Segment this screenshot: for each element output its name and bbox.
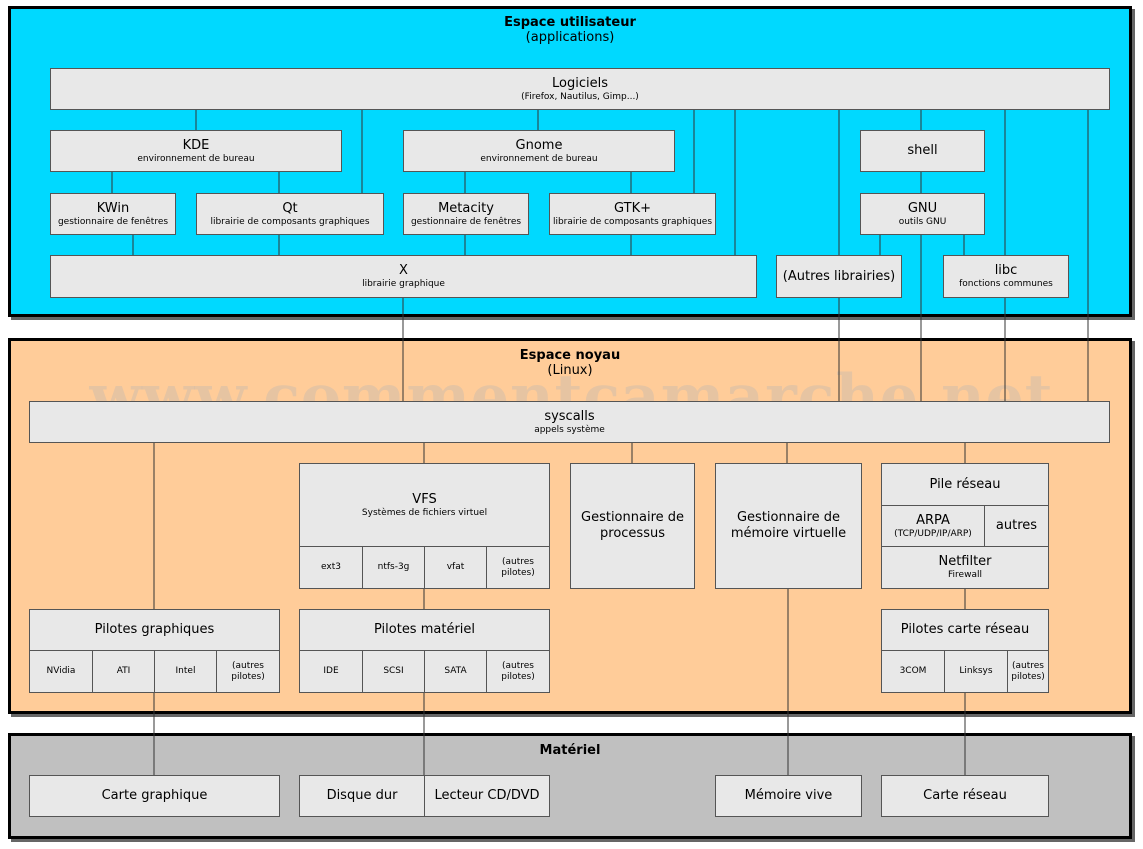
pile-reseau-box: Pile réseau xyxy=(881,463,1049,506)
kde-title: KDE xyxy=(182,137,210,153)
pilote-ati: ATI xyxy=(92,650,155,693)
vfs-cell-ntfs: ntfs-3g xyxy=(362,546,425,589)
syscalls-title: syscalls xyxy=(544,408,595,424)
vfs-sub: Systèmes de fichiers virtuel xyxy=(361,507,488,518)
autres-librairies-title: (Autres librairies) xyxy=(782,268,896,284)
gtk-box: GTK+ librairie de composants graphiques xyxy=(549,193,716,235)
kwin-sub: gestionnaire de fenêtres xyxy=(57,216,169,227)
vfs-cell-autres: (autres pilotes) xyxy=(486,546,550,589)
x-box: X librairie graphique xyxy=(50,255,757,298)
processus-title: Gestionnaire de processus xyxy=(581,510,685,541)
libc-title: libc xyxy=(994,263,1018,278)
disque-dur-title: Disque dur xyxy=(326,788,398,803)
pilote-sata: SATA xyxy=(424,650,487,693)
libc-box: libc fonctions communes xyxy=(943,255,1069,298)
carte-graphique-box: Carte graphique xyxy=(29,775,280,817)
syscalls-box: syscalls appels système xyxy=(29,401,1110,443)
autres-librairies-box: (Autres librairies) xyxy=(776,255,902,298)
kde-sub: environnement de bureau xyxy=(137,153,255,164)
logiciels-sub: (Firefox, Nautilus, Gimp...) xyxy=(521,91,639,102)
carte-reseau-box: Carte réseau xyxy=(881,775,1049,817)
lecteur-cd-title: Lecteur CD/DVD xyxy=(434,788,540,803)
user-space-title: Espace utilisateur (applications) xyxy=(11,15,1129,45)
user-space-heading: Espace utilisateur xyxy=(504,15,636,30)
pilote-reseau-autres: (autres pilotes) xyxy=(1007,650,1049,693)
memoire-vive-box: Mémoire vive xyxy=(715,775,862,817)
kwin-box: KWin gestionnaire de fenêtres xyxy=(50,193,176,235)
libc-sub: fonctions communes xyxy=(959,279,1053,289)
vfs-box: VFS Systèmes de fichiers virtuel xyxy=(299,463,550,547)
metacity-sub: gestionnaire de fenêtres xyxy=(410,216,522,227)
lecteur-cd-box: Lecteur CD/DVD xyxy=(424,775,550,817)
pilote-mat-autres: (autres pilotes) xyxy=(486,650,550,693)
shell-box: shell xyxy=(860,130,985,172)
pilotes-graphiques-group: Pilotes graphiques NVidia ATI Intel (aut… xyxy=(29,609,280,693)
pilotes-reseau-box: Pilotes carte réseau xyxy=(881,609,1049,651)
qt-box: Qt librairie de composants graphiques xyxy=(196,193,384,235)
logiciels-box: Logiciels (Firefox, Nautilus, Gimp...) xyxy=(50,68,1110,110)
pilote-nvidia: NVidia xyxy=(29,650,93,693)
pilotes-materiel-group: Pilotes matériel IDE SCSI SATA (autres p… xyxy=(299,609,550,693)
x-title: X xyxy=(399,263,408,278)
user-space-subtitle: (applications) xyxy=(525,30,615,45)
kde-box: KDE environnement de bureau xyxy=(50,130,342,172)
disque-dur-box: Disque dur xyxy=(299,775,425,817)
pilotes-reseau-title: Pilotes carte réseau xyxy=(900,622,1030,637)
hardware-title: Matériel xyxy=(11,743,1129,758)
logiciels-title: Logiciels xyxy=(552,75,608,91)
carte-graphique-title: Carte graphique xyxy=(101,788,208,803)
pile-reseau-title: Pile réseau xyxy=(929,476,1001,492)
carte-reseau-title: Carte réseau xyxy=(923,788,1007,803)
vfs-group: VFS Systèmes de fichiers virtuel ext3 nt… xyxy=(299,463,550,589)
pilotes-graphiques-title: Pilotes graphiques xyxy=(94,622,215,637)
gnome-title: Gnome xyxy=(515,137,563,153)
pilotes-materiel-title: Pilotes matériel xyxy=(373,622,476,637)
autres-title: autres xyxy=(995,518,1038,533)
vfs-title: VFS xyxy=(412,491,437,507)
pilotes-graphiques-box: Pilotes graphiques xyxy=(29,609,280,651)
kernel-space-subtitle: (Linux) xyxy=(547,363,593,378)
metacity-title: Metacity xyxy=(438,200,494,216)
netfilter-box: Netfilter Firewall xyxy=(881,546,1049,589)
gnome-sub: environnement de bureau xyxy=(480,153,598,164)
pilote-intel: Intel xyxy=(154,650,217,693)
kwin-title: KWin xyxy=(96,200,130,216)
pilotes-reseau-group: Pilotes carte réseau 3COM Linksys (autre… xyxy=(881,609,1049,693)
netfilter-sub: Firewall xyxy=(948,570,982,580)
pilote-linksys: Linksys xyxy=(944,650,1008,693)
vfs-cell-vfat: vfat xyxy=(424,546,487,589)
memoire-virtuelle-box: Gestionnaire de mémoire virtuelle xyxy=(715,463,862,589)
syscalls-sub: appels système xyxy=(534,424,605,435)
network-stack-group: Pile réseau ARPA (TCP/UDP/IP/ARP) autres… xyxy=(881,463,1049,589)
shell-title: shell xyxy=(907,143,938,158)
pilote-3com: 3COM xyxy=(881,650,945,693)
arpa-title: ARPA xyxy=(916,512,950,528)
hardware-heading: Matériel xyxy=(539,743,601,758)
arpa-box: ARPA (TCP/UDP/IP/ARP) xyxy=(881,505,985,547)
gnu-sub: outils GNU xyxy=(898,216,947,227)
gnome-box: Gnome environnement de bureau xyxy=(403,130,675,172)
gnu-title: GNU xyxy=(907,200,938,216)
gtk-sub: librairie de composants graphiques xyxy=(552,216,713,227)
gtk-title: GTK+ xyxy=(614,200,651,216)
processus-box: Gestionnaire de processus xyxy=(570,463,695,589)
qt-title: Qt xyxy=(282,200,298,216)
pilote-scsi: SCSI xyxy=(362,650,425,693)
kernel-space-title: Espace noyau (Linux) xyxy=(11,348,1129,378)
pilote-ide: IDE xyxy=(299,650,363,693)
memoire-virtuelle-title: Gestionnaire de mémoire virtuelle xyxy=(730,510,847,541)
memoire-vive-title: Mémoire vive xyxy=(744,788,833,803)
netfilter-title: Netfilter xyxy=(938,554,992,569)
pilote-graph-autres: (autres pilotes) xyxy=(216,650,280,693)
x-sub: librairie graphique xyxy=(362,279,445,289)
vfs-cell-ext3: ext3 xyxy=(299,546,363,589)
gnu-box: GNU outils GNU xyxy=(860,193,985,235)
kernel-space-heading: Espace noyau xyxy=(519,348,621,363)
pilotes-materiel-box: Pilotes matériel xyxy=(299,609,550,651)
metacity-box: Metacity gestionnaire de fenêtres xyxy=(403,193,529,235)
qt-sub: librairie de composants graphiques xyxy=(210,216,370,227)
autres-box: autres xyxy=(984,505,1049,547)
arpa-sub: (TCP/UDP/IP/ARP) xyxy=(894,528,972,539)
